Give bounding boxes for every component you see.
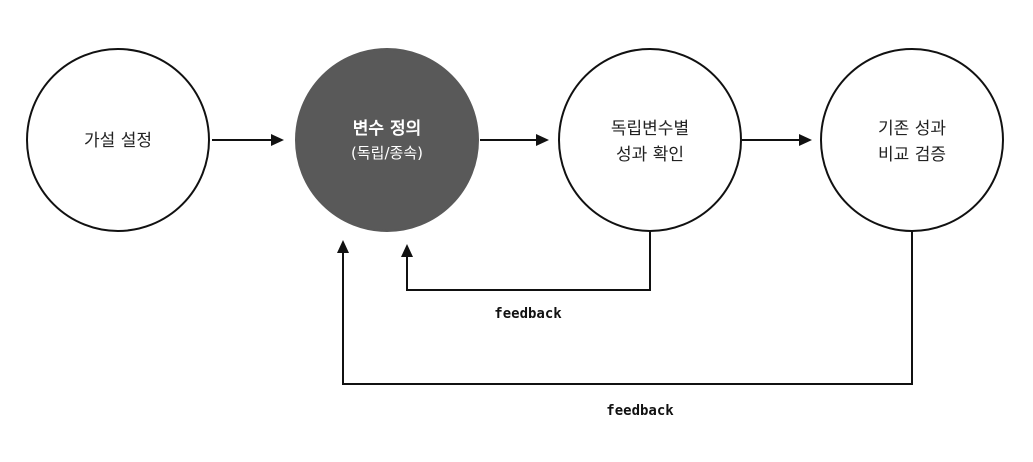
node-variable-definition-title: 변수 정의: [353, 119, 421, 139]
node-variable-definition-circle: [295, 48, 479, 232]
arrow-hypothesis-to-variable: [212, 134, 284, 146]
node-comparison-circle: [820, 48, 1004, 232]
feedback-loop-outer: [337, 231, 913, 385]
node-comparison: 기존 성과 비교 검증: [820, 48, 1004, 232]
node-comparison-line2: 비교 검증: [878, 145, 946, 165]
node-variable-definition-subtitle: (독립/종속): [351, 144, 423, 162]
node-performance-check-line2: 성과 확인: [616, 145, 684, 165]
node-hypothesis-circle: [26, 48, 210, 232]
node-hypothesis: 가설 설정: [26, 48, 210, 232]
feedback-label-inner: feedback: [494, 306, 562, 322]
feedback-loop-inner: [401, 231, 651, 291]
node-comparison-line1: 기존 성과: [878, 119, 946, 139]
node-performance-check-circle: [558, 48, 742, 232]
feedback-label-outer: feedback: [606, 403, 674, 419]
node-hypothesis-label: 가설 설정: [84, 131, 152, 151]
arrow-performance-to-comparison: [742, 134, 812, 146]
node-performance-check-line1: 독립변수별: [611, 119, 689, 139]
arrow-variable-to-performance: [480, 134, 549, 146]
node-variable-definition: 변수 정의 (독립/종속): [295, 48, 479, 232]
node-performance-check: 독립변수별 성과 확인: [558, 48, 742, 232]
